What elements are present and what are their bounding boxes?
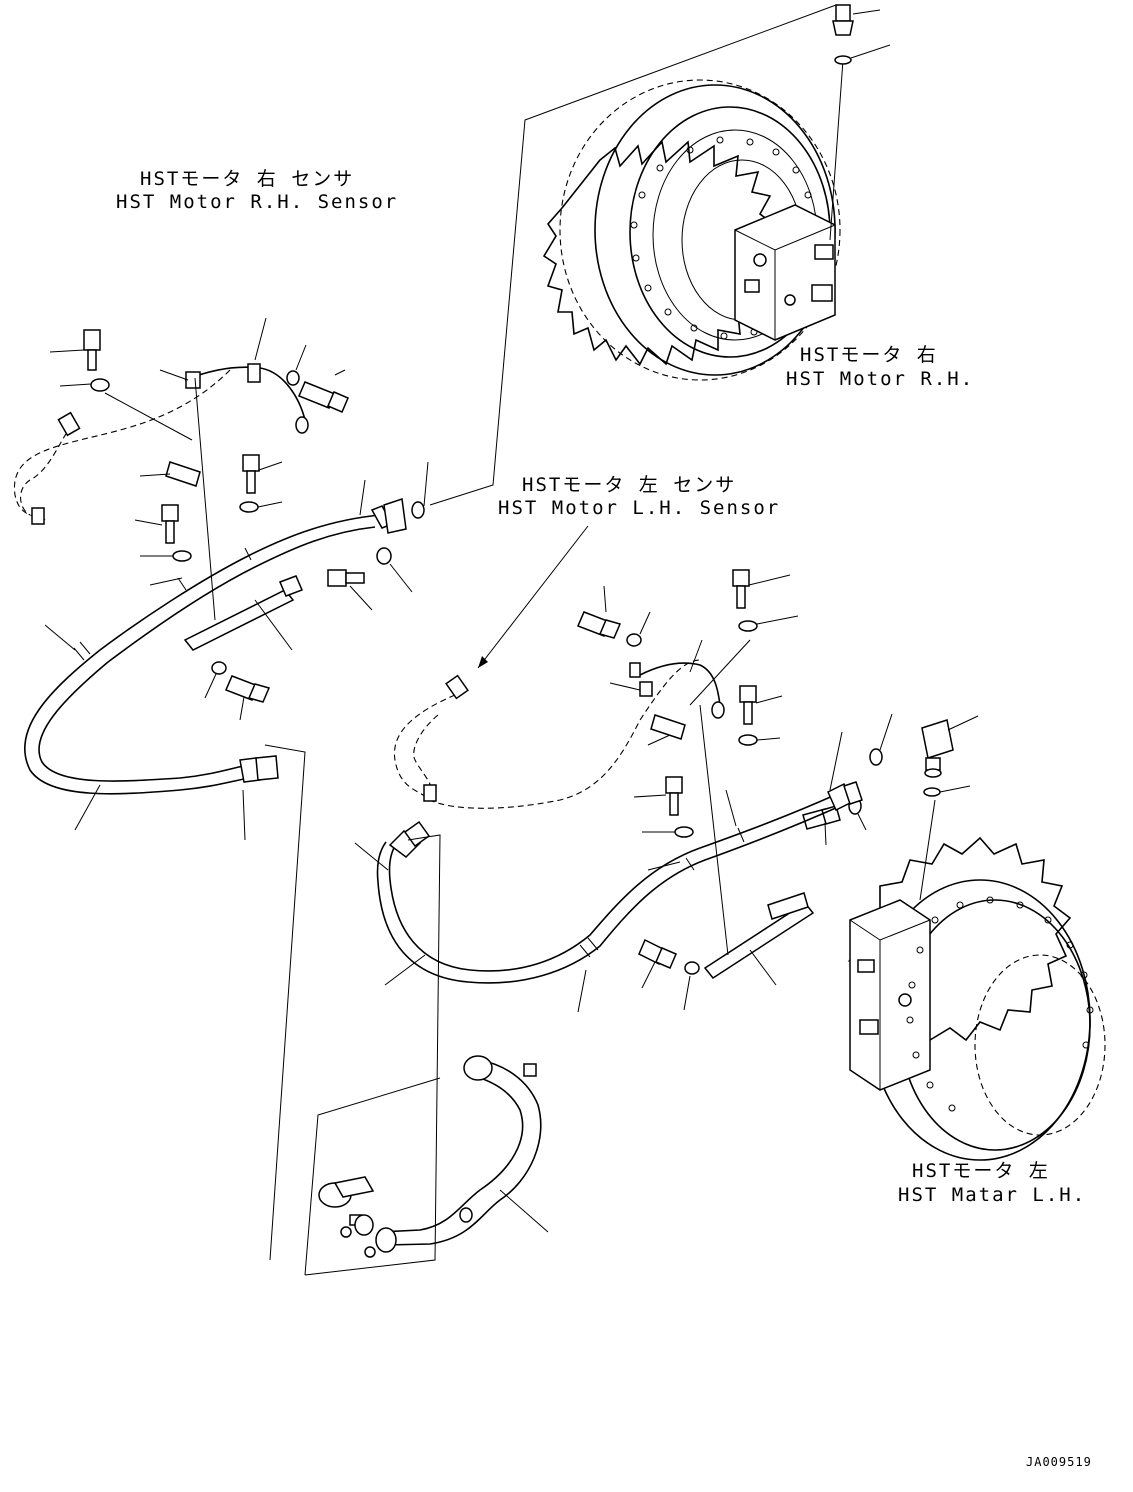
rh-sensor-label-en: HST Motor R.H. Sensor	[116, 191, 399, 213]
lh-sensor-label-jp: HSTモータ 左 センサ	[522, 474, 737, 496]
lh-sensor-harness	[393, 639, 725, 809]
drawing-number: JA009519	[1026, 1455, 1092, 1469]
rh-sensor-label-jp: HSTモータ 右 センサ	[140, 168, 355, 190]
rh-motor-label-jp: HSTモータ 右	[800, 344, 938, 366]
lh-sensor-label-en: HST Motor L.H. Sensor	[498, 497, 781, 519]
rh-hose	[24, 377, 407, 841]
rh-hst-motor-drawing	[542, 4, 891, 381]
lh-sensor-fitting	[869, 713, 979, 901]
rh-sensor-harness	[13, 363, 309, 525]
hose-routing-inset	[264, 744, 549, 1276]
rh-motor-label-en: HST Motor R.H.	[786, 368, 975, 390]
lh-motor-label-jp: HSTモータ 左	[912, 1160, 1050, 1182]
rh-fasteners	[49, 317, 413, 721]
lh-motor-label-en: HST Matar L.H.	[898, 1184, 1087, 1206]
lh-fasteners	[577, 569, 867, 1011]
lh-hst-motor-drawing	[847, 836, 1106, 1161]
lh-hose	[354, 704, 863, 1013]
